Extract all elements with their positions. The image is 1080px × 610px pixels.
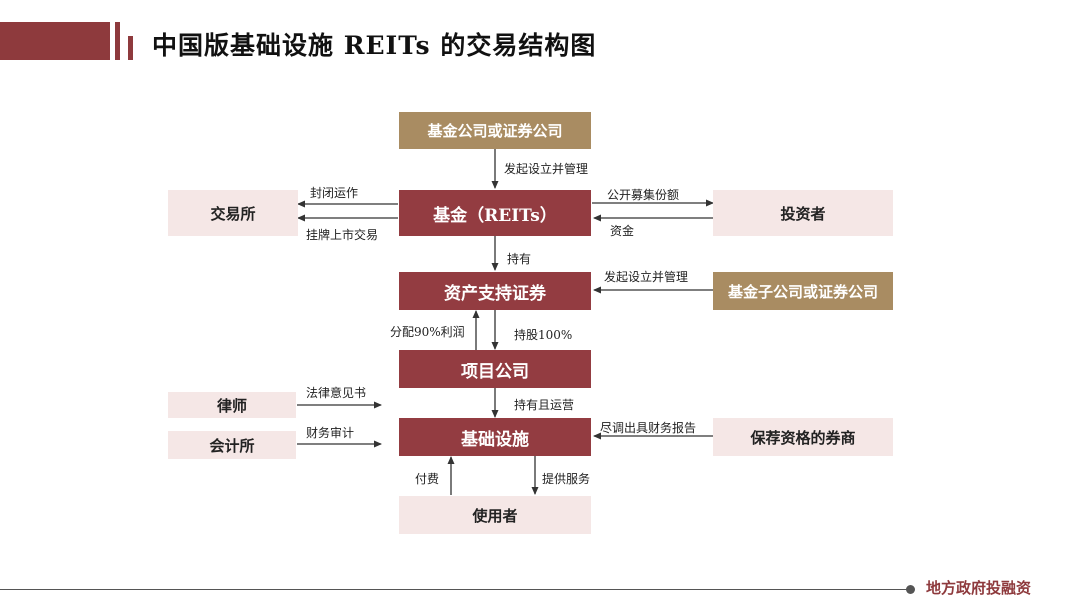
label-initiate-manage: 发起设立并管理 — [504, 162, 589, 176]
footer-divider — [0, 589, 908, 590]
label-public-raise: 公开募集份额 — [607, 188, 680, 202]
infrastructure-box: 基础设施 — [399, 418, 591, 456]
label-shareholding: 持股100% — [514, 328, 573, 342]
label-due-diligence: 尽调出具财务报告 — [600, 421, 697, 435]
label-listed-trading: 挂牌上市交易 — [306, 228, 379, 242]
label-service: 提供服务 — [542, 472, 591, 486]
header-bar — [0, 22, 110, 60]
fund-company-box: 基金公司或证券公司 — [399, 112, 591, 149]
footer-dot — [906, 585, 915, 594]
label-pay: 付费 — [415, 472, 440, 486]
label-hold-operate: 持有且运营 — [514, 398, 575, 412]
page-title: 中国版基础设施 REITs 的交易结构图 — [152, 31, 597, 60]
label-financial-audit: 财务审计 — [306, 426, 355, 440]
header-stripe — [115, 22, 120, 60]
lawyer-box: 律师 — [168, 392, 296, 418]
investors-box: 投资者 — [713, 190, 893, 236]
project-company-box: 项目公司 — [399, 350, 591, 388]
users-box: 使用者 — [399, 496, 591, 534]
exchange-box: 交易所 — [168, 190, 298, 236]
accounting-box: 会计所 — [168, 431, 296, 459]
fund-subsidiary-box: 基金子公司或证券公司 — [713, 272, 893, 310]
label-closed-operation: 封闭运作 — [310, 186, 359, 200]
fund-reits-box: 基金（REITs） — [399, 190, 591, 236]
footer-brand: 地方政府投融资 — [926, 579, 1032, 597]
label-funds: 资金 — [610, 224, 635, 238]
header-stripe — [128, 36, 133, 60]
label-legal-opinion: 法律意见书 — [306, 386, 367, 400]
abs-box: 资产支持证券 — [399, 272, 591, 310]
broker-box: 保荐资格的券商 — [713, 418, 893, 456]
label-initiate-manage-abs: 发起设立并管理 — [604, 270, 689, 284]
label-distribute: 分配90%利润 — [390, 325, 465, 339]
label-holds: 持有 — [507, 252, 532, 266]
